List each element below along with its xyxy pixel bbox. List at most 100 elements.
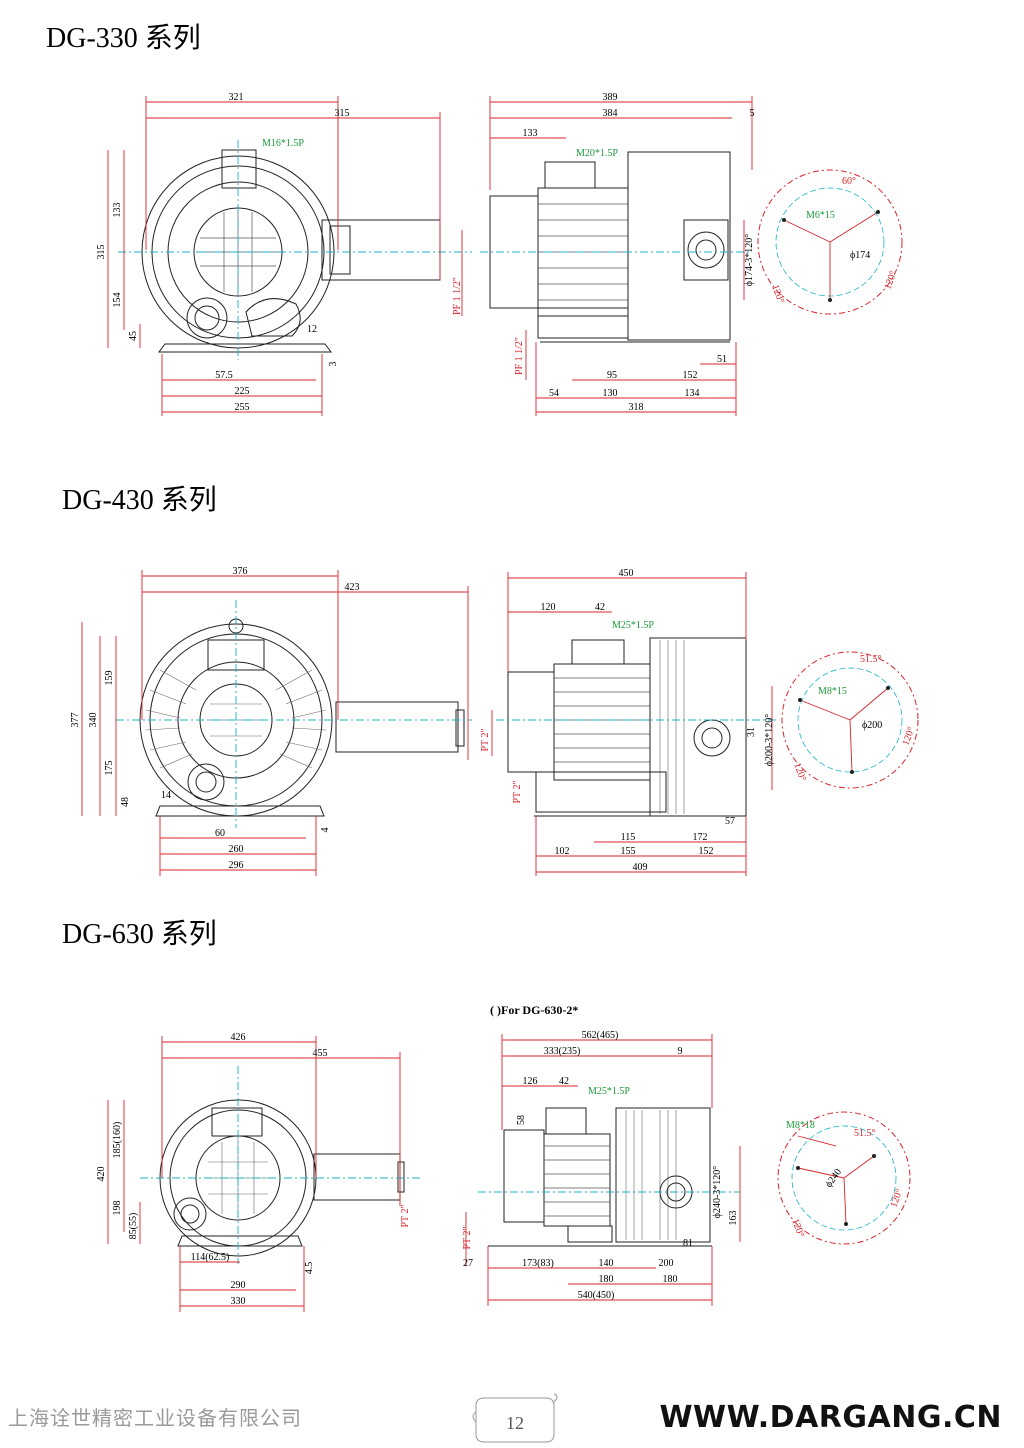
dim-label: 384 [603,108,618,119]
dim-label: 4.5 [304,1262,315,1275]
dim-label: 85(55) [128,1213,139,1240]
dim-label: 154 [112,293,123,308]
dim-label: 321 [229,92,244,103]
dim-label: 185(160) [112,1122,123,1159]
drawing-dg630 [107,1034,911,1312]
angle-label: 120° [789,1217,806,1239]
dim-label: 95 [607,370,617,381]
angle-label: 120° [769,283,786,305]
dim-label: 330 [231,1296,246,1307]
dim-label: 163 [728,1211,739,1226]
page-number: 12 [506,1413,524,1433]
dim-label: 290 [231,1280,246,1291]
angle-label: 51.5° [854,1128,876,1139]
dim-label: 152 [683,370,698,381]
flange-spec-label: ϕ174-3*120° [744,234,755,287]
dim-label: 376 [233,566,248,577]
dim-label: 58 [516,1115,527,1125]
dim-label: 14 [161,790,171,801]
dim-label: 27 [463,1258,473,1269]
flange-spec-label: ϕ200-3*120° [764,714,775,767]
dim-label: 540(450) [578,1290,615,1301]
angle-label: 120° [882,269,899,291]
dim-label: 172 [693,832,708,843]
dim-label: 423 [345,582,360,593]
dim-label: 45 [128,331,139,341]
section-title-dg630: DG-630 系列 [62,919,217,950]
dim-label: 315 [335,108,350,119]
dim-label: 114(62.5) [191,1252,230,1263]
dim-label: 200 [659,1258,674,1269]
dim-label: 420 [96,1167,107,1182]
angle-label: 51.5° [860,654,882,665]
dg630-flange-circle [777,1111,911,1245]
dim-label: 389 [603,92,618,103]
dim-label: 180 [663,1274,678,1285]
dim-label: 152 [699,846,714,857]
dim-label: 409 [633,862,648,873]
page-number-scroll-graphic [472,1393,558,1443]
dim-label: 175 [104,761,115,776]
dg330-flange-circle [757,169,903,315]
dim-label: 130 [603,388,618,399]
dim-label: 126 [523,1076,538,1087]
bolt-label: M8*18 [786,1120,815,1131]
diameter-label: ϕ200 [862,720,882,731]
footer-website-url[interactable]: WWW.DARGANG.CN [659,1400,1002,1435]
dim-label: 255 [235,402,250,413]
diameter-label: ϕ174 [850,250,870,261]
drawing-dg430 [81,570,919,876]
dim-label: 173(83) [522,1258,554,1269]
bolt-label: M6*15 [806,210,835,221]
dim-label: 133 [523,128,538,139]
dim-label: 42 [595,602,605,613]
bolt-label: M8*15 [818,686,847,697]
thread-label: M25*1.5P [612,620,654,631]
port-label: PT 2" [512,780,523,803]
section-title-dg430: DG-430 系列 [62,485,217,516]
dim-label: 180 [599,1274,614,1285]
dim-label: 455 [313,1048,328,1059]
dim-label: 4 [320,828,331,833]
drawing-dg330 [107,96,903,416]
dim-label: 54 [549,388,559,399]
dim-label: 9 [678,1046,683,1057]
dim-label: 296 [229,860,244,871]
dim-label: 3 [328,362,339,367]
dim-label: 562(465) [582,1030,619,1041]
dim-label: 60 [215,828,225,839]
angle-label: 120° [888,1187,905,1209]
note-label: ( )For DG-630-2* [490,1003,578,1017]
angle-label: 60° [842,176,856,187]
port-label: PF 1 1/2" [452,277,463,315]
section-title-dg330: DG-330 系列 [46,23,201,54]
angle-label: 120° [900,725,917,747]
dim-label: 260 [229,844,244,855]
dim-label: 377 [70,713,81,728]
dim-label: 450 [619,568,634,579]
dim-label: 5 [750,108,755,119]
footer-company-name: 上海诠世精密工业设备有限公司 [8,1406,302,1430]
thread-label: M20*1.5P [576,148,618,159]
port-label: PT 2" [462,1226,473,1249]
dim-label: 102 [555,846,570,857]
dim-label: 426 [231,1032,246,1043]
dim-label: 57 [725,816,735,827]
dim-label: 51 [717,354,727,365]
dim-label: 198 [112,1201,123,1216]
dim-label: 134 [685,388,700,399]
dim-label: 57.5 [215,370,233,381]
dg430-flange-circle [781,651,919,789]
port-label: PT 2" [400,1204,411,1227]
thread-label: M16*1.5P [262,138,304,149]
dim-label: 155 [621,846,636,857]
flange-spec-label: ϕ240-3*120° [712,1166,723,1219]
dim-label: 120 [541,602,556,613]
dim-label: 115 [621,832,636,843]
dim-label: 318 [629,402,644,413]
port-label: PT 2" [480,728,491,751]
dim-label: 140 [599,1258,614,1269]
dim-label: 12 [307,324,317,335]
diameter-label: ϕ240 [823,1167,844,1190]
thread-label: M25*1.5P [588,1086,630,1097]
